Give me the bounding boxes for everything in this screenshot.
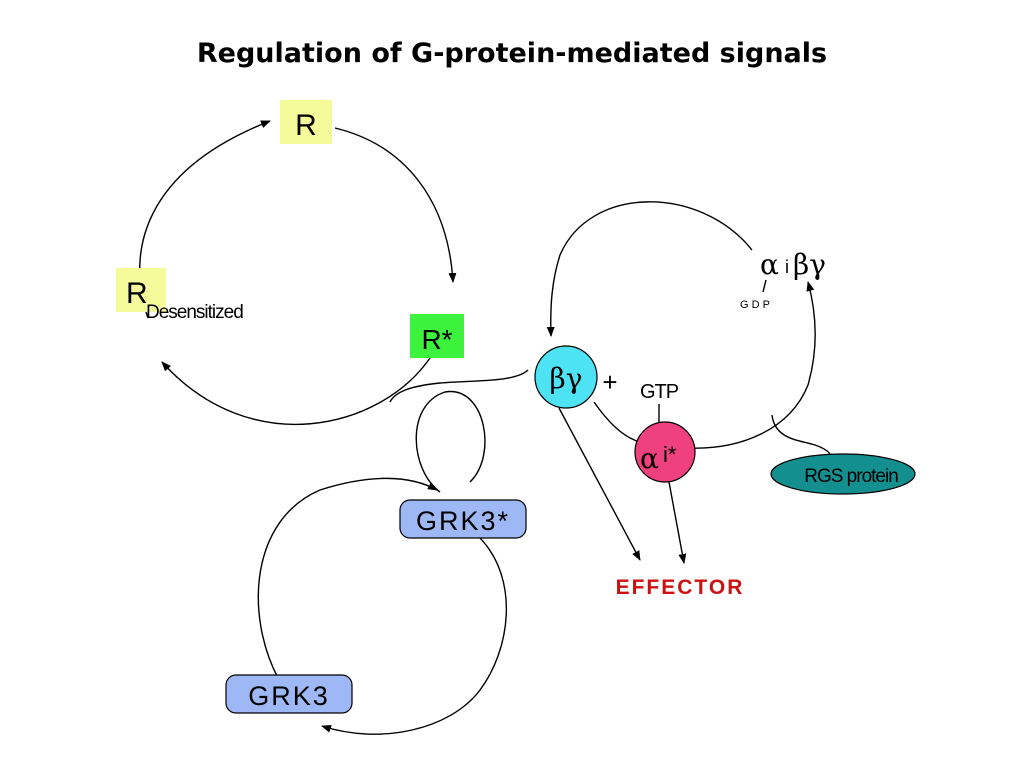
receptor-active-label: R*: [421, 324, 452, 355]
heterotrimer-beta-gamma: βγ: [793, 248, 826, 281]
heterotrimer-alpha: α: [760, 248, 779, 281]
grk3-active-label: GRK3*: [416, 506, 510, 536]
gdp-stem: [762, 279, 767, 293]
receptor-desensitized-main-label: R: [126, 277, 148, 310]
arrow-beta-gamma-to-effector: [558, 407, 641, 561]
receptor-active-box: R*: [410, 314, 464, 358]
grk3-label: GRK3: [248, 681, 330, 711]
receptor-r-box: R: [280, 100, 332, 144]
r-active-to-g-protein-line: [389, 369, 529, 403]
heterotrimer-i: i: [785, 257, 789, 277]
page-title: Regulation of G-protein-mediated signals: [197, 38, 827, 69]
grk3-active-box: GRK3*: [399, 499, 527, 539]
arrow-grk3-to-grk3-active: [257, 477, 438, 679]
beta-gamma-label: βγ: [550, 362, 583, 395]
arrow-alpha-i-to-heterotrimer: [593, 282, 815, 449]
arrow-receptor-loop-to-grk3-active: [415, 390, 486, 493]
gdp-label: G D P: [740, 299, 770, 311]
heterotrimer-label: α i βγ: [760, 248, 826, 281]
arrow-heterotrimer-to-beta-gamma: [546, 201, 753, 337]
g-protein-cycle: α i βγ G D P βγ + GTP α i* RGS protein: [534, 201, 916, 495]
rgs-protein-node: RGS protein: [770, 453, 916, 495]
alpha-i-active-node: α i*: [634, 421, 696, 483]
receptor-cycle: R R* R Desensitized: [116, 100, 464, 425]
receptor-r-label: R: [295, 109, 317, 142]
beta-gamma-node: βγ: [534, 345, 598, 409]
alpha-i-active-i-star: i*: [663, 442, 677, 467]
alpha-i-active-alpha: α: [640, 442, 659, 475]
receptor-desensitized-subscript: Desensitized: [146, 302, 243, 323]
grk3-cycle: GRK3* GRK3: [225, 390, 527, 735]
effector-label: EFFECTOR: [616, 576, 745, 599]
plus-sign: +: [602, 367, 617, 397]
arrow-r-to-r-active: [334, 127, 457, 283]
arrow-r-active-to-desensitized: [161, 357, 431, 425]
arrow-grk3-active-to-grk3: [321, 537, 507, 735]
rgs-protein-label: RGS protein: [804, 466, 898, 487]
receptor-desensitized-box: R Desensitized: [116, 268, 244, 323]
arrow-alpha-i-to-effector: [668, 481, 687, 564]
gtp-label: GTP: [640, 381, 679, 403]
grk3-box: GRK3: [225, 674, 353, 714]
